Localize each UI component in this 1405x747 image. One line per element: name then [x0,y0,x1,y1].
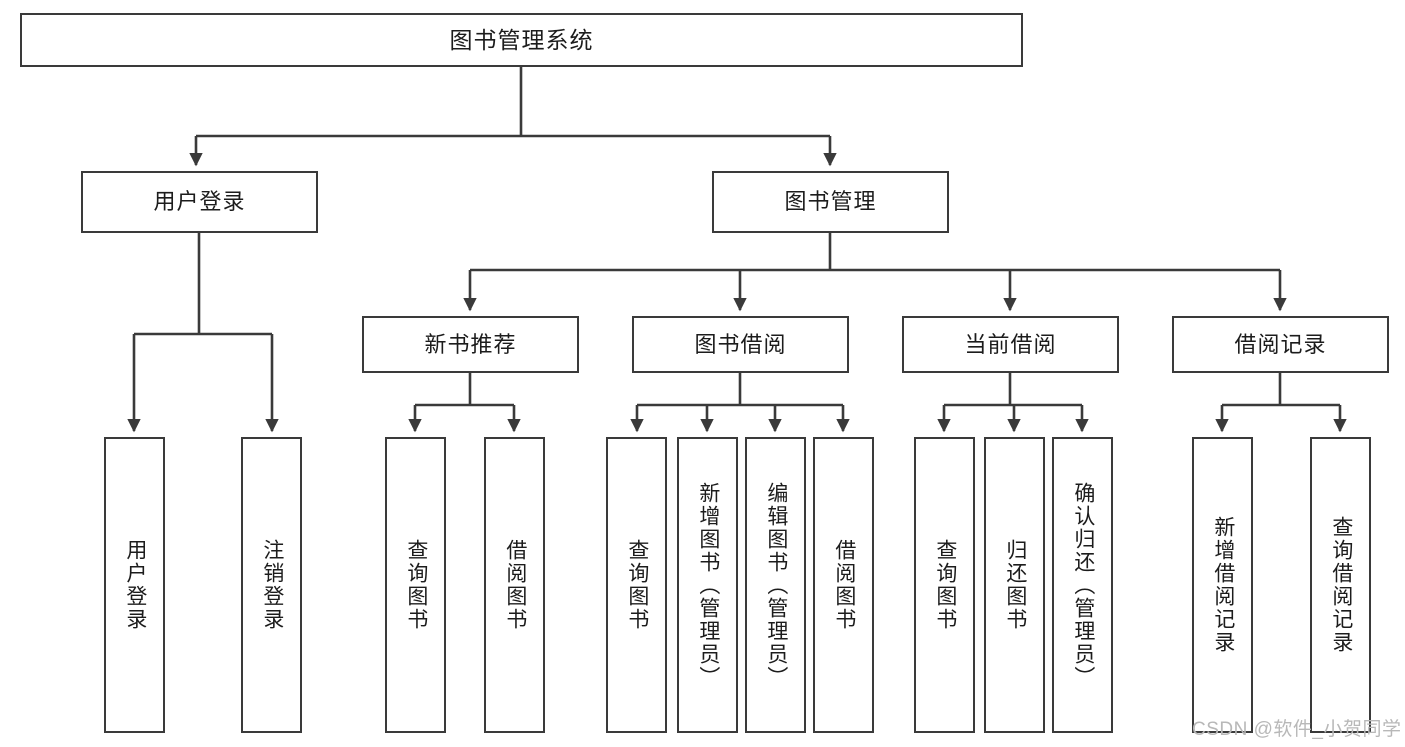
node-label: 查询图书 [625,539,649,631]
node-label: 借阅图书 [503,539,527,631]
node-label: 借阅记录 [1234,331,1327,357]
node-label: 新增图书（管理员） [696,481,720,689]
node-leaf-add-book-admin[interactable]: 新增图书（管理员） [677,437,738,733]
node-label: 查询图书 [933,539,957,631]
node-new-book-recommend[interactable]: 新书推荐 [362,316,579,373]
node-label: 新书推荐 [424,331,517,357]
node-label: 用户登录 [153,189,246,215]
node-label: 查询图书 [404,539,428,631]
node-leaf-borrow-book[interactable]: 借阅图书 [813,437,874,733]
node-label: 借阅图书 [832,539,856,631]
node-leaf-return-book[interactable]: 归还图书 [984,437,1045,733]
node-label: 图书管理 [784,189,877,215]
node-label: 查询借阅记录 [1329,516,1353,654]
node-label: 新增借阅记录 [1211,516,1235,654]
node-book-management[interactable]: 图书管理 [712,171,949,233]
node-root-book-management-system[interactable]: 图书管理系统 [20,13,1023,67]
node-label: 当前借阅 [964,331,1057,357]
node-leaf-user-login[interactable]: 用户登录 [104,437,165,733]
node-leaf-query-book-recommend[interactable]: 查询图书 [385,437,446,733]
node-user-login[interactable]: 用户登录 [81,171,318,233]
node-label: 图书借阅 [694,331,787,357]
node-leaf-query-borrow-record[interactable]: 查询借阅记录 [1310,437,1371,733]
node-leaf-logout-login[interactable]: 注销登录 [241,437,302,733]
node-leaf-edit-book-admin[interactable]: 编辑图书（管理员） [745,437,806,733]
node-leaf-borrow-book-recommend[interactable]: 借阅图书 [484,437,545,733]
node-borrow-record[interactable]: 借阅记录 [1172,316,1389,373]
node-book-borrow[interactable]: 图书借阅 [632,316,849,373]
node-leaf-confirm-return-admin[interactable]: 确认归还（管理员） [1052,437,1113,733]
node-current-borrow[interactable]: 当前借阅 [902,316,1119,373]
node-label: 用户登录 [123,539,147,631]
node-label: 确认归还（管理员） [1071,481,1095,689]
csdn-watermark: CSDN @软件_小贺同学 [1192,719,1402,740]
node-label: 注销登录 [260,539,284,631]
node-leaf-add-borrow-record[interactable]: 新增借阅记录 [1192,437,1253,733]
node-label: 图书管理系统 [449,26,594,53]
node-label: 编辑图书（管理员） [764,481,788,689]
node-leaf-query-book-current[interactable]: 查询图书 [914,437,975,733]
node-label: 归还图书 [1003,539,1027,631]
node-leaf-query-book-borrow[interactable]: 查询图书 [606,437,667,733]
